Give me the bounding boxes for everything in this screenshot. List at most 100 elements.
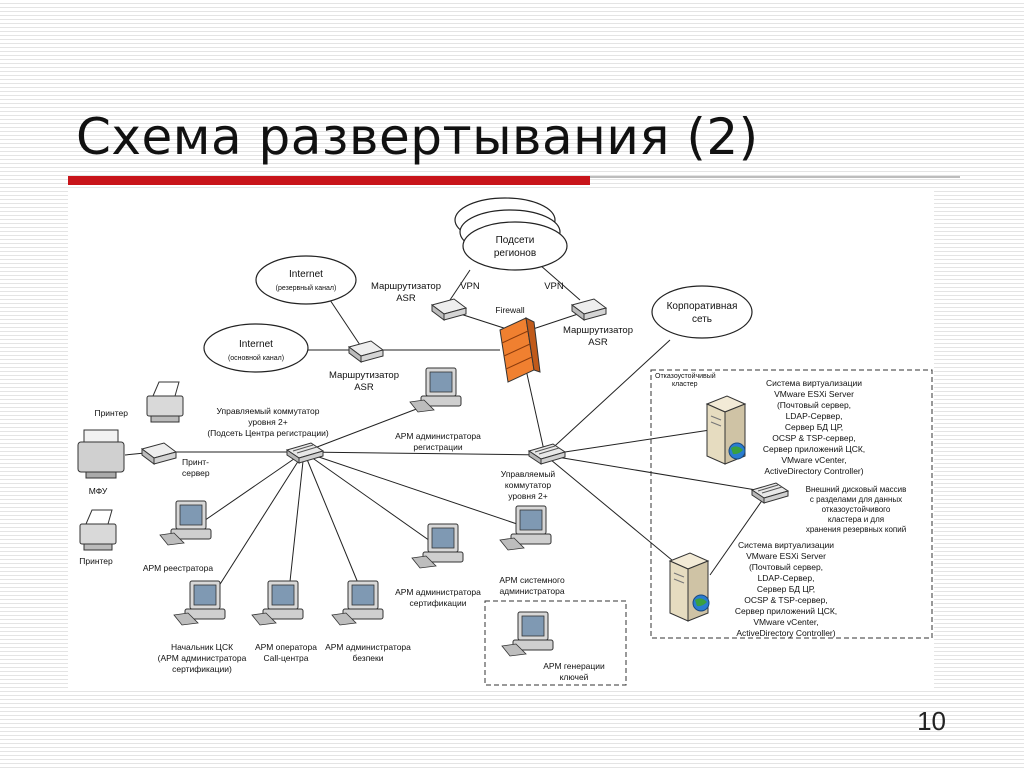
router-left-top — [431, 298, 467, 321]
virt-top-line-1: Система виртуализации — [766, 378, 862, 388]
pc-sys-admin — [499, 505, 552, 551]
arm-registrar-label: АРМ реестратора — [143, 563, 214, 573]
pc-registrar — [159, 500, 212, 546]
cloud-internet-main-label-2: (основной канал) — [228, 354, 284, 362]
network-diagram: Подсети регионов Internet (резервный кан… — [68, 188, 934, 688]
title-accent-bar — [68, 176, 590, 185]
printer-top-icon — [146, 381, 184, 423]
cluster-box — [650, 369, 933, 639]
router-bottom — [348, 340, 384, 363]
pc-keygen — [501, 611, 554, 657]
router-right-label-2: ASR — [588, 337, 608, 348]
virt-bottom-line-7: Сервер приложений ЦСК, — [735, 606, 837, 616]
virt-top-line-3: (Почтовый сервер, — [777, 400, 851, 410]
printer-bottom-icon — [79, 509, 117, 551]
arm-security-label-2: безпеки — [352, 653, 383, 663]
print-server-label-1: Принт- — [182, 457, 209, 467]
cloud-internet-main — [203, 323, 309, 373]
switch-right-label-3: уровня 2+ — [508, 491, 548, 501]
cloud-corporate — [651, 285, 753, 339]
head-csk-label-3: сертификации) — [172, 664, 232, 674]
switch-left-label-3: (Подсеть Центра регистрации) — [207, 428, 329, 438]
arm-operator-label-1: АРМ оператора — [255, 642, 317, 652]
head-csk-label-1: Начальник ЦСК — [171, 642, 233, 652]
storage-array-icon — [751, 482, 789, 504]
mfu-label: МФУ — [89, 486, 108, 496]
switch-right-label-2: коммутатор — [505, 480, 551, 490]
cluster-label-2: кластер — [672, 381, 698, 388]
virt-bottom-text: Система виртуализации VMware ESXi Server… — [735, 540, 837, 638]
virt-top-line-9: ActiveDirectory Controller) — [764, 466, 863, 476]
cloud-internet-main-label-1: Internet — [239, 339, 273, 350]
firewall-icon — [499, 317, 541, 383]
mfu-icon — [77, 429, 125, 479]
cloud-internet-backup-label-1: Internet — [289, 269, 323, 280]
keygen-box — [484, 600, 627, 686]
virt-top-line-2: VMware ESXi Server — [774, 389, 854, 399]
arm-reg-admin-label-2: регистрации — [413, 442, 463, 452]
vpn-right-label: VPN — [544, 281, 564, 292]
printer-top-label: Принтер — [94, 408, 128, 418]
pc-security — [331, 580, 384, 626]
virt-bottom-line-9: ActiveDirectory Controller) — [736, 628, 835, 638]
arm-cert-admin-label-1: АРМ администратора — [395, 587, 481, 597]
storage-text: Внешний дисковый массив с разделами для … — [806, 485, 907, 534]
pc-head-csk — [173, 580, 226, 626]
cloud-internet-backup — [255, 255, 357, 305]
arm-sys-admin-label-1: АРМ системного — [499, 575, 565, 585]
arm-cert-admin-label-2: сертификации — [410, 598, 467, 608]
virt-bottom-line-1: Система виртуализации — [738, 540, 834, 550]
arm-sys-admin-label-2: администратора — [499, 586, 564, 596]
virt-top-line-6: OCSP & TSP-сервер, — [772, 433, 855, 443]
arm-keygen-label-1: АРМ генерации — [543, 661, 605, 671]
storage-line-2: с разделами для данных — [810, 495, 902, 504]
pc-cert-admin — [411, 523, 464, 569]
cluster-label-1: Отказоустойчивый — [655, 372, 716, 380]
cloud-regions-label-2: регионов — [494, 248, 536, 259]
virt-bottom-line-8: VMware vCenter, — [753, 617, 818, 627]
cloud-corporate-label-1: Корпоративная — [667, 301, 738, 312]
labels: Маршрутизатор ASR VPN VPN Firewall Маршр… — [79, 281, 716, 682]
connection-lines — [124, 264, 769, 601]
router-right — [571, 298, 607, 321]
globe-icon — [692, 594, 710, 612]
virt-bottom-line-3: (Почтовый сервер, — [749, 562, 823, 572]
virt-bottom-line-4: LDAP-Сервер, — [758, 573, 815, 583]
pc-operator — [251, 580, 304, 626]
printer-bottom-label: Принтер — [79, 556, 113, 566]
virt-top-text: Система виртуализации VMware ESXi Server… — [763, 378, 865, 476]
arm-operator-label-2: Call-центра — [263, 653, 308, 663]
cloud-regions-label-1: Подсети — [496, 235, 535, 246]
arm-security-label-1: АРМ администратора — [325, 642, 411, 652]
print-server-label-2: сервер — [182, 468, 210, 478]
pc-reg-admin — [409, 367, 462, 413]
title-divider-line — [590, 176, 960, 178]
storage-line-5: хранения резервных копий — [806, 525, 906, 534]
page-number: 10 — [917, 706, 946, 736]
storage-line-1: Внешний дисковый массив — [806, 485, 907, 494]
arm-reg-admin-label-1: АРМ администратора — [395, 431, 481, 441]
cloud-corporate-label-2: сеть — [692, 314, 712, 325]
virt-bottom-line-2: VMware ESXi Server — [746, 551, 826, 561]
router-right-label-1: Маршрутизатор — [563, 325, 633, 336]
virt-bottom-line-6: OCSP & TSP-сервер, — [744, 595, 827, 605]
print-server — [141, 442, 177, 465]
router-bottom-label-2: ASR — [354, 382, 374, 393]
storage-line-4: кластера и для — [828, 515, 884, 524]
switch-right — [528, 443, 566, 465]
slide-title: Схема развертывания (2) — [76, 108, 759, 166]
vpn-left-label: VPN — [460, 281, 480, 292]
globe-icon — [728, 442, 746, 460]
cloud-internet-backup-label-2: (резервный канал) — [276, 284, 337, 292]
network-diagram-canvas: Подсети регионов Internet (резервный кан… — [77, 197, 933, 686]
virt-top-line-5: Сервер БД ЦР, — [785, 422, 843, 432]
switch-left-label-2: уровня 2+ — [248, 417, 288, 427]
router-left-top-label-1: Маршрутизатор — [371, 281, 441, 292]
switch-right-label-1: Управляемый — [501, 469, 556, 479]
virt-top-line-7: Сервер приложений ЦСК, — [763, 444, 865, 454]
storage-line-3: отказоустойчивого — [822, 505, 891, 514]
switch-left-label-1: Управляемый коммутатор — [217, 406, 320, 416]
firewall-label: Firewall — [495, 305, 524, 315]
arm-keygen-label-2: ключей — [560, 672, 589, 682]
head-csk-label-2: (АРМ администратора — [158, 653, 247, 663]
